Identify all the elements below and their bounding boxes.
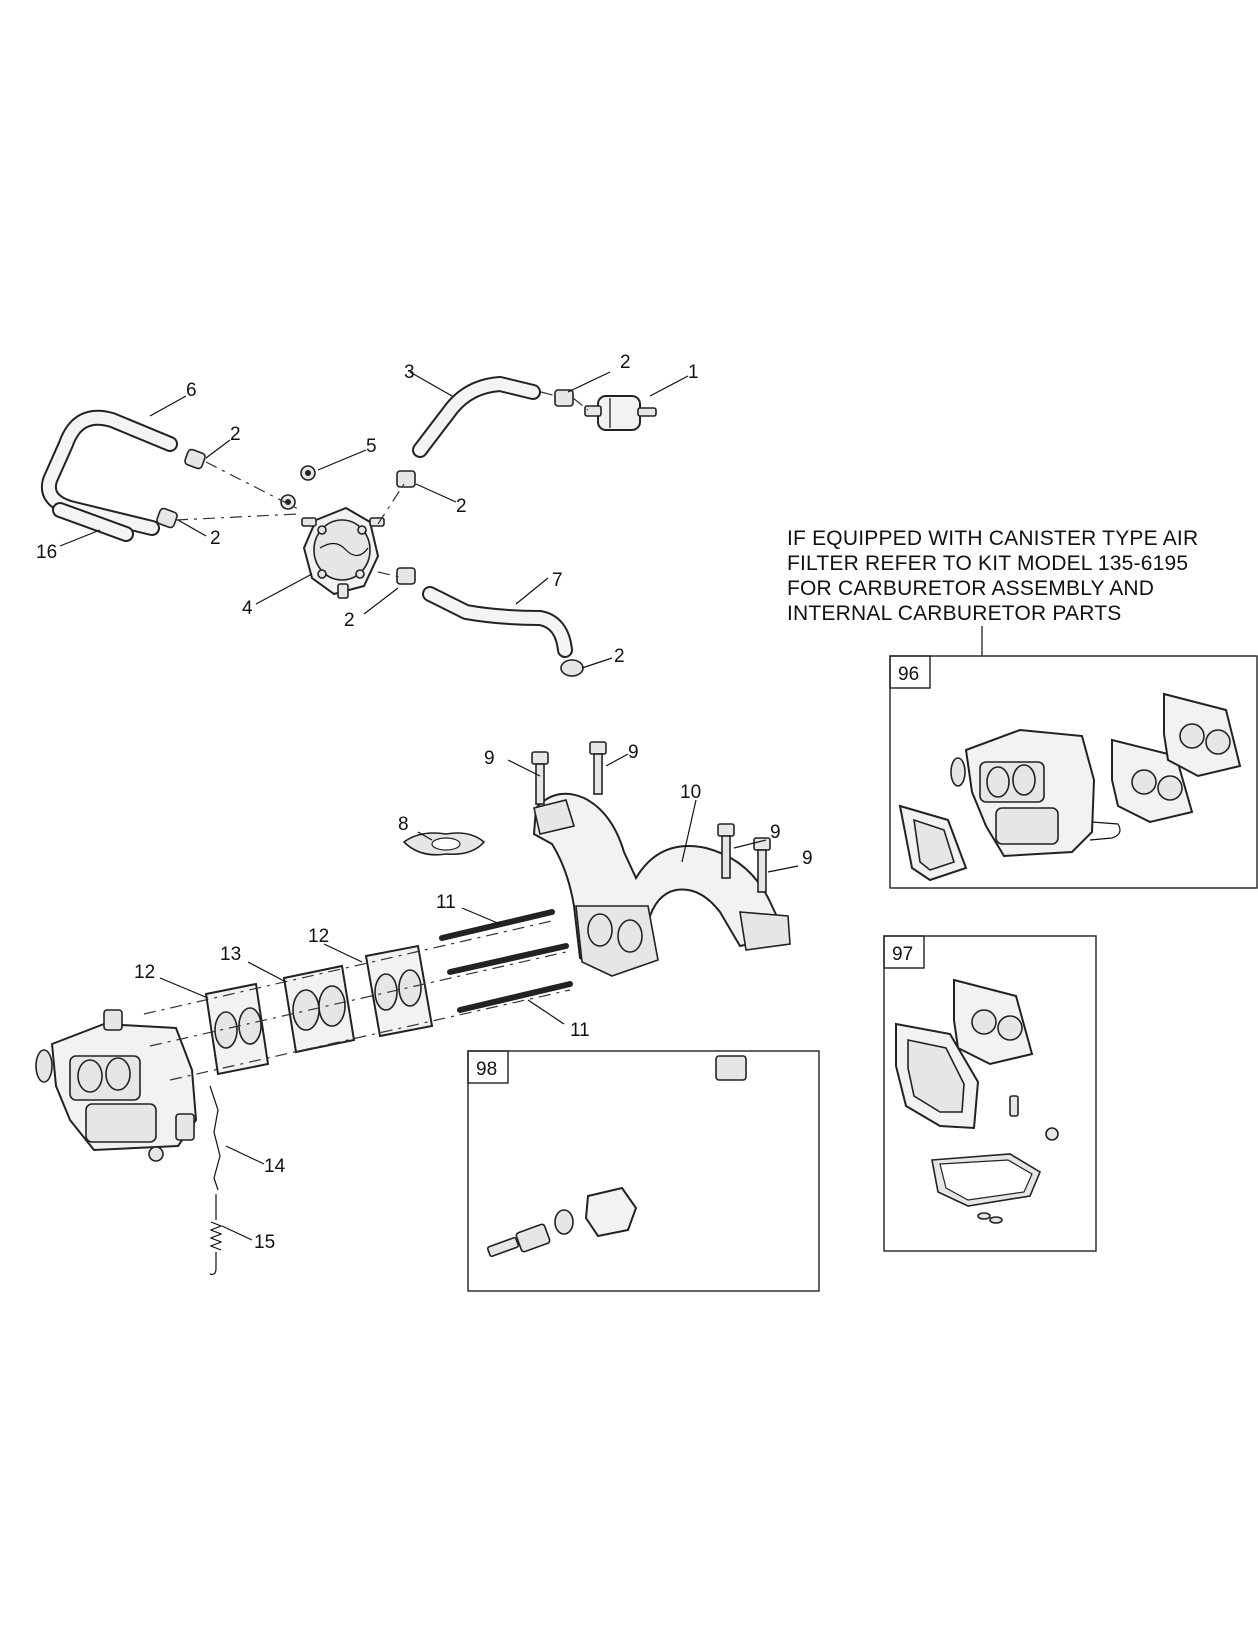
callout-5: 5 [366, 436, 377, 457]
spring-15 [209, 1194, 223, 1275]
fuel-system-group [41, 371, 689, 677]
kit-96-label: 96 [898, 664, 919, 685]
callout-9: 9 [628, 742, 639, 763]
callout-2: 2 [614, 646, 625, 667]
kit-98-group [467, 1050, 820, 1292]
callout-6: 6 [186, 380, 197, 401]
callout-9: 9 [484, 748, 495, 769]
bolt-9b [589, 741, 607, 795]
kit-98-frame [467, 1050, 820, 1292]
callout-16: 16 [36, 542, 57, 563]
stud-11c [457, 981, 573, 1013]
kit-96-label-box [889, 655, 931, 689]
fitting-5 [280, 465, 316, 510]
kit-97-frame [883, 935, 1097, 1252]
note-line: INTERNAL CARBURETOR PARTS [787, 602, 1122, 625]
canister-filter-note: IF EQUIPPED WITH CANISTER TYPE AIR FILTE… [787, 526, 1227, 626]
kit-97-group [883, 935, 1097, 1252]
callout-9: 9 [802, 848, 813, 869]
gasket-12-left [204, 982, 270, 1076]
hose-clamp-2a [184, 448, 206, 470]
callout-14: 14 [264, 1156, 286, 1177]
intake-manifold-10 [532, 792, 791, 977]
callout-3: 3 [404, 362, 415, 383]
callout-12: 12 [308, 926, 329, 947]
callout-15: 15 [254, 1232, 275, 1253]
callout-2: 2 [456, 496, 467, 517]
stud-11a [439, 909, 555, 941]
fuel-pump-4 [301, 506, 385, 599]
bolt-9c [717, 823, 735, 879]
callout-4: 4 [242, 598, 253, 619]
carburetor-assembly [35, 1009, 198, 1162]
callout-2: 2 [344, 610, 355, 631]
gasket-12-right [364, 944, 434, 1038]
callout-11: 11 [436, 892, 456, 913]
kit-97-label: 97 [892, 944, 913, 965]
hose-clamp-2c [554, 389, 574, 407]
bolt-9d [753, 837, 771, 893]
callout-labels: 1 2 2 2 2 2 2 3 4 5 6 7 8 9 9 9 9 10 11 … [36, 352, 919, 1253]
kit-98-label-box [467, 1050, 509, 1084]
note-line: FILTER REFER TO KIT MODEL 135-6195 [787, 552, 1189, 575]
callout-1: 1 [688, 362, 699, 383]
note-line: IF EQUIPPED WITH CANISTER TYPE AIR [787, 527, 1199, 550]
note-line: FOR CARBURETOR ASSEMBLY AND [787, 577, 1155, 600]
hose-clamp-2d [396, 470, 416, 488]
callout-9: 9 [770, 822, 781, 843]
hose-clamp-2f [560, 659, 584, 677]
callout-13: 13 [220, 944, 241, 965]
callout-7: 7 [552, 570, 563, 591]
callout-2: 2 [230, 424, 241, 445]
stud-11b [447, 943, 569, 975]
fuel-filter-1 [584, 395, 657, 431]
bolt-9a [531, 751, 549, 805]
intake-group [35, 741, 799, 1275]
callout-2: 2 [620, 352, 631, 373]
callout-2: 2 [210, 528, 221, 549]
kit-96-group [889, 626, 1258, 889]
hose-clamp-2e [396, 567, 416, 585]
callout-12: 12 [134, 962, 155, 983]
spacer-13 [282, 964, 356, 1054]
throttle-link-14 [209, 1085, 221, 1191]
kit-96-frame [889, 655, 1258, 889]
callout-8: 8 [398, 814, 409, 835]
callout-10: 10 [680, 782, 701, 803]
hose-clamp-2b [156, 507, 178, 529]
kit-98-label: 98 [476, 1059, 497, 1080]
callout-11: 11 [570, 1020, 590, 1041]
kit-97-label-box [883, 935, 925, 969]
